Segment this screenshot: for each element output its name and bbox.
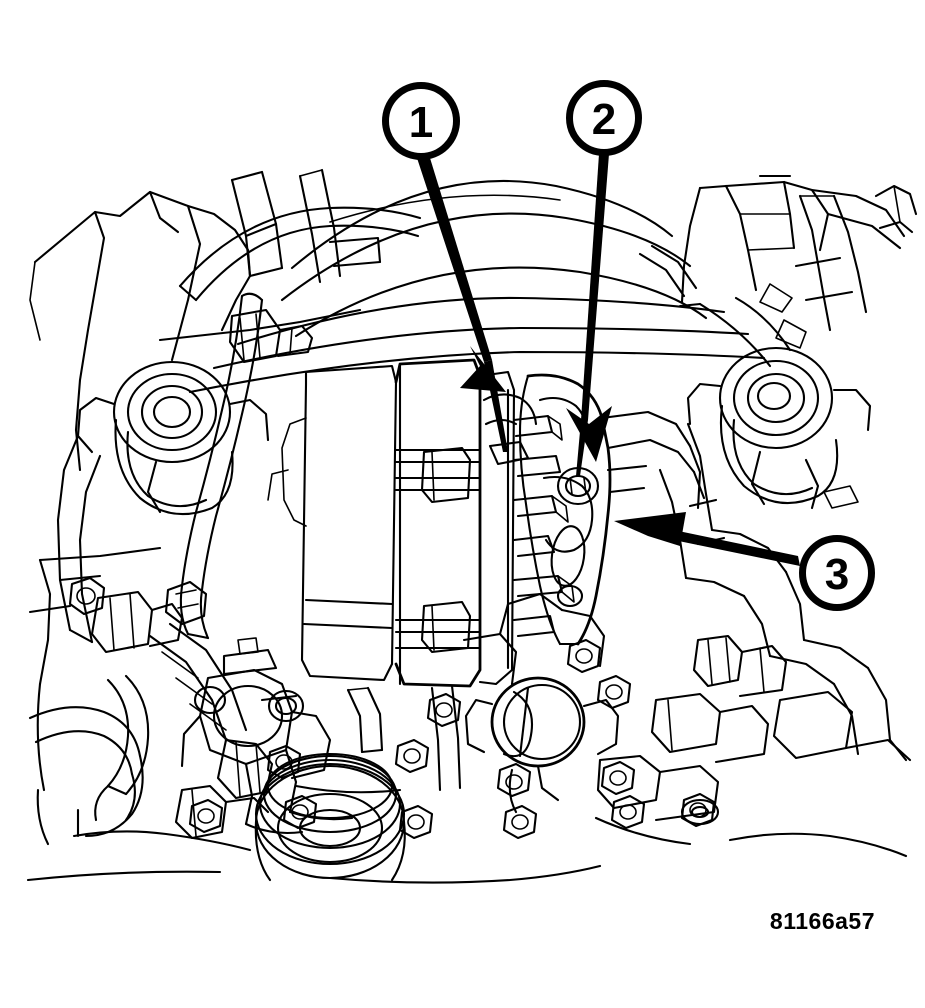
engine-mount-left bbox=[76, 360, 270, 516]
hex-bolt bbox=[496, 762, 532, 798]
leader-arrow-1 bbox=[417, 158, 508, 452]
upper-hose-arc bbox=[178, 206, 422, 302]
upper-left-structures bbox=[29, 168, 382, 562]
fasteners-group bbox=[68, 576, 716, 840]
upper-right-structures bbox=[638, 174, 918, 368]
hose-connector-boot bbox=[228, 308, 314, 364]
callout-leaders bbox=[417, 154, 800, 566]
callout-3-circle[interactable] bbox=[799, 535, 875, 611]
hex-bolt bbox=[188, 798, 224, 834]
crank-pulley bbox=[254, 752, 406, 882]
left-lower-structures bbox=[28, 434, 274, 852]
callout-circles: 1 2 3 bbox=[382, 80, 875, 611]
hex-bolt bbox=[680, 792, 716, 828]
center-sensor-cluster bbox=[180, 637, 354, 835]
hex-bolt bbox=[596, 674, 632, 710]
hex-bolt bbox=[426, 692, 462, 728]
callout-1-circle[interactable] bbox=[382, 82, 460, 160]
hex-bolt bbox=[68, 576, 106, 616]
hex-bolt bbox=[266, 744, 302, 780]
engine-mount-right bbox=[686, 346, 872, 510]
hex-bolt bbox=[610, 794, 646, 830]
lower-panel-lines bbox=[26, 682, 602, 884]
right-lower-structures bbox=[594, 422, 912, 858]
alternator-bracket bbox=[482, 373, 706, 646]
hex-bolt bbox=[566, 638, 602, 674]
hex-bolt bbox=[394, 738, 430, 774]
leader-arrow-3 bbox=[614, 512, 800, 566]
intake-manifold-arcs bbox=[188, 180, 766, 394]
hex-bolt bbox=[600, 760, 636, 796]
hex-bolt bbox=[282, 794, 318, 830]
throttle-body-opening bbox=[462, 592, 620, 814]
leader-arrow-2 bbox=[566, 154, 612, 476]
callout-2-circle[interactable] bbox=[566, 80, 642, 156]
hex-bolt bbox=[502, 804, 538, 840]
alternator-body bbox=[267, 358, 575, 688]
callout-1-label: 1 bbox=[409, 98, 433, 147]
hex-bolt bbox=[398, 804, 434, 840]
callout-3-label: 3 bbox=[825, 550, 849, 599]
callout-2-label: 2 bbox=[592, 95, 616, 144]
figure-caption: 81166a57 bbox=[769, 908, 875, 934]
hex-sensor-left bbox=[164, 580, 208, 626]
